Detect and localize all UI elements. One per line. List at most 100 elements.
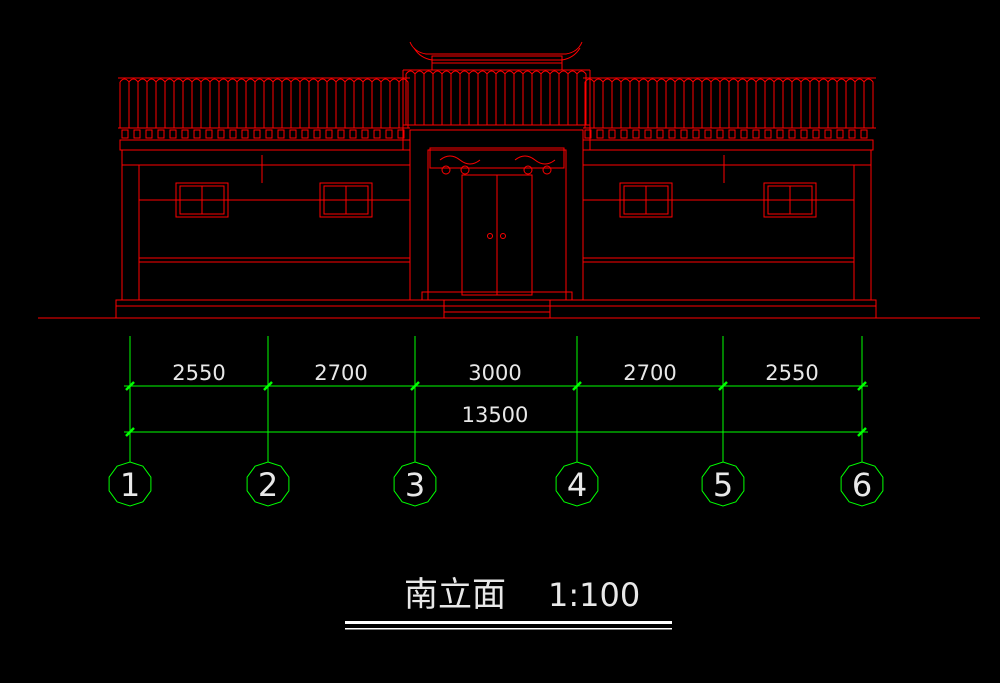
roof-tile xyxy=(647,78,658,128)
eave-block xyxy=(385,129,393,139)
axis-bubble xyxy=(840,461,884,507)
door-knocker xyxy=(487,233,493,239)
roof-tile xyxy=(540,70,551,125)
roof-tile xyxy=(773,78,784,128)
axis-marker-4: 4 xyxy=(567,466,587,504)
door-knocker xyxy=(500,233,506,239)
axis-label-4: 4 xyxy=(567,466,587,504)
roof-tile xyxy=(746,78,757,128)
plinth xyxy=(115,299,877,319)
roof-tile xyxy=(236,78,247,128)
eave-block xyxy=(788,129,796,139)
eave-block xyxy=(145,129,153,139)
eave-block xyxy=(193,129,201,139)
roof-tile xyxy=(549,70,560,125)
roof-tile xyxy=(611,78,622,128)
eave-block xyxy=(157,129,165,139)
roof-tile xyxy=(468,70,479,125)
right-wing xyxy=(582,149,872,301)
roof-tile xyxy=(308,78,319,128)
window xyxy=(763,182,817,218)
roof-tile xyxy=(827,78,838,128)
roof-tile xyxy=(137,78,148,128)
eave-block xyxy=(644,129,652,139)
roof-tile xyxy=(317,78,328,128)
roof-tile xyxy=(218,78,229,128)
roof-edges xyxy=(118,69,876,151)
span-dimension-3: 3000 xyxy=(468,361,521,385)
dimension-labels: 2550 2700 3000 2700 2550 13500 xyxy=(172,361,818,427)
roof-tile xyxy=(263,78,274,128)
roof-tile xyxy=(405,70,416,125)
axis-bubble xyxy=(246,461,290,507)
eave-block xyxy=(632,129,640,139)
roof-tile xyxy=(209,78,220,128)
axis-marker-1: 1 xyxy=(120,466,140,504)
roof-tile xyxy=(755,78,766,128)
dimension-tick xyxy=(857,427,867,437)
roof-tile xyxy=(272,78,283,128)
eave-block xyxy=(361,129,369,139)
roof-tile xyxy=(119,78,130,128)
eave-block xyxy=(584,129,592,139)
span-dimension-2: 2700 xyxy=(314,361,367,385)
span-dimension-5: 2550 xyxy=(765,361,818,385)
roof-tile xyxy=(522,70,533,125)
axis-bubble xyxy=(555,461,599,507)
roof-tile xyxy=(155,78,166,128)
main-gate xyxy=(409,129,584,318)
total-dimension: 13500 xyxy=(462,403,529,427)
eave-block xyxy=(121,129,129,139)
roof-tile xyxy=(353,78,364,128)
gate-steps xyxy=(421,291,573,301)
roof-tile xyxy=(459,70,470,125)
axis-marker-5: 5 xyxy=(713,466,733,504)
eave-block xyxy=(620,129,628,139)
roof-tile xyxy=(299,78,310,128)
eave-block xyxy=(812,129,820,139)
eave-block xyxy=(277,129,285,139)
eave-block xyxy=(800,129,808,139)
eave-block xyxy=(692,129,700,139)
span-dimension-4: 2700 xyxy=(623,361,676,385)
roof-tile xyxy=(128,78,139,128)
roof-tile xyxy=(254,78,265,128)
eave-block xyxy=(848,129,856,139)
window xyxy=(319,182,373,218)
roof-tile xyxy=(683,78,694,128)
eave-block xyxy=(133,129,141,139)
roof-tile xyxy=(854,78,865,128)
axis-marker-2: 2 xyxy=(258,466,278,504)
roof-tile xyxy=(423,70,434,125)
eave-block xyxy=(836,129,844,139)
axis-bubble xyxy=(108,461,152,507)
roof-tile xyxy=(665,78,676,128)
eave-block xyxy=(397,129,405,139)
roof-tile xyxy=(191,78,202,128)
eave-block xyxy=(704,129,712,139)
roof-tile xyxy=(818,78,829,128)
eave-block xyxy=(608,129,616,139)
axis-label-6: 6 xyxy=(852,466,872,504)
roof-tiles xyxy=(119,70,874,139)
axis-bubble xyxy=(701,461,745,507)
eave-block xyxy=(229,129,237,139)
axis-bubble xyxy=(393,461,437,507)
roof-tile xyxy=(701,78,712,128)
eave-block xyxy=(313,129,321,139)
roof-tile xyxy=(227,78,238,128)
roof-tile xyxy=(593,78,604,128)
eave-block xyxy=(680,129,688,139)
eave-block xyxy=(205,129,213,139)
roof-tile xyxy=(245,78,256,128)
roof-tile xyxy=(674,78,685,128)
roof-tile xyxy=(531,70,542,125)
roof-tile xyxy=(495,70,506,125)
axis-marker-6: 6 xyxy=(852,466,872,504)
roof-tile xyxy=(737,78,748,128)
roof-tile xyxy=(371,78,382,128)
roof-tile xyxy=(809,78,820,128)
roof-tile xyxy=(656,78,667,128)
axis-label-2: 2 xyxy=(258,466,278,504)
